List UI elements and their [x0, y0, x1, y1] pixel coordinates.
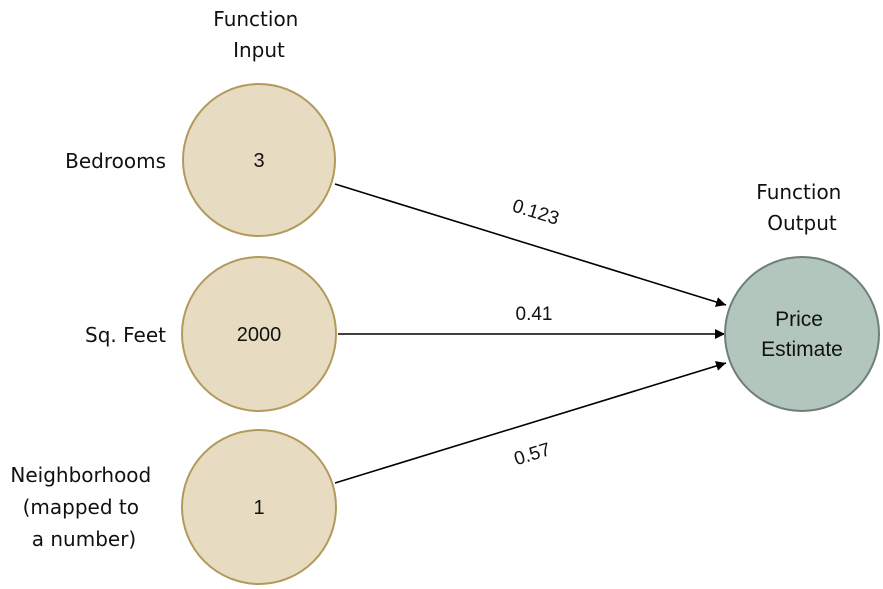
input-node-circle: [181, 256, 337, 412]
input-node-circle: [181, 429, 337, 585]
input-label-sqfeet: Sq. Feet: [85, 323, 166, 347]
input-heading-line: Function: [213, 7, 298, 31]
output-node-circle: [724, 256, 880, 412]
input-heading-line: Input: [233, 38, 285, 62]
input-node-neighborhood: 1: [181, 429, 337, 585]
input-node-bedrooms: 3: [182, 83, 336, 237]
output-node-line: Estimate: [761, 338, 843, 361]
output-node-text: Price Estimate: [761, 308, 843, 361]
input-label-line: a number): [32, 527, 136, 551]
input-label-bedrooms: Bedrooms: [65, 149, 166, 173]
input-node-sqfeet: 2000: [181, 256, 337, 412]
output-node-line: Price: [775, 308, 823, 331]
input-node-value: 2000: [237, 324, 282, 346]
input-node-value: 3: [253, 150, 264, 172]
input-label-line: Sq. Feet: [85, 323, 166, 347]
output-heading-line: Output: [767, 211, 837, 235]
output-heading-line: Function: [756, 180, 841, 204]
input-node-circle: [182, 83, 336, 237]
output-heading: Function Output: [756, 180, 847, 235]
input-heading: Function Input: [213, 7, 304, 62]
input-label-line: (mapped to: [23, 495, 139, 519]
output-node-price-estimate: Price Estimate: [724, 256, 880, 412]
input-node-value: 1: [253, 497, 264, 519]
weight-label-neighborhood: 0.57: [512, 439, 554, 470]
weight-label-bedrooms: 0.123: [510, 196, 562, 230]
edge-bedrooms-to-output: [334, 183, 727, 307]
input-label-neighborhood: Neighborhood (mapped to a number): [10, 463, 157, 551]
input-label-line: Neighborhood: [10, 463, 151, 487]
input-label-line: Bedrooms: [65, 149, 166, 173]
weight-label-sqfeet: 0.41: [516, 304, 553, 325]
edge-neighborhood-to-output: [334, 361, 727, 484]
